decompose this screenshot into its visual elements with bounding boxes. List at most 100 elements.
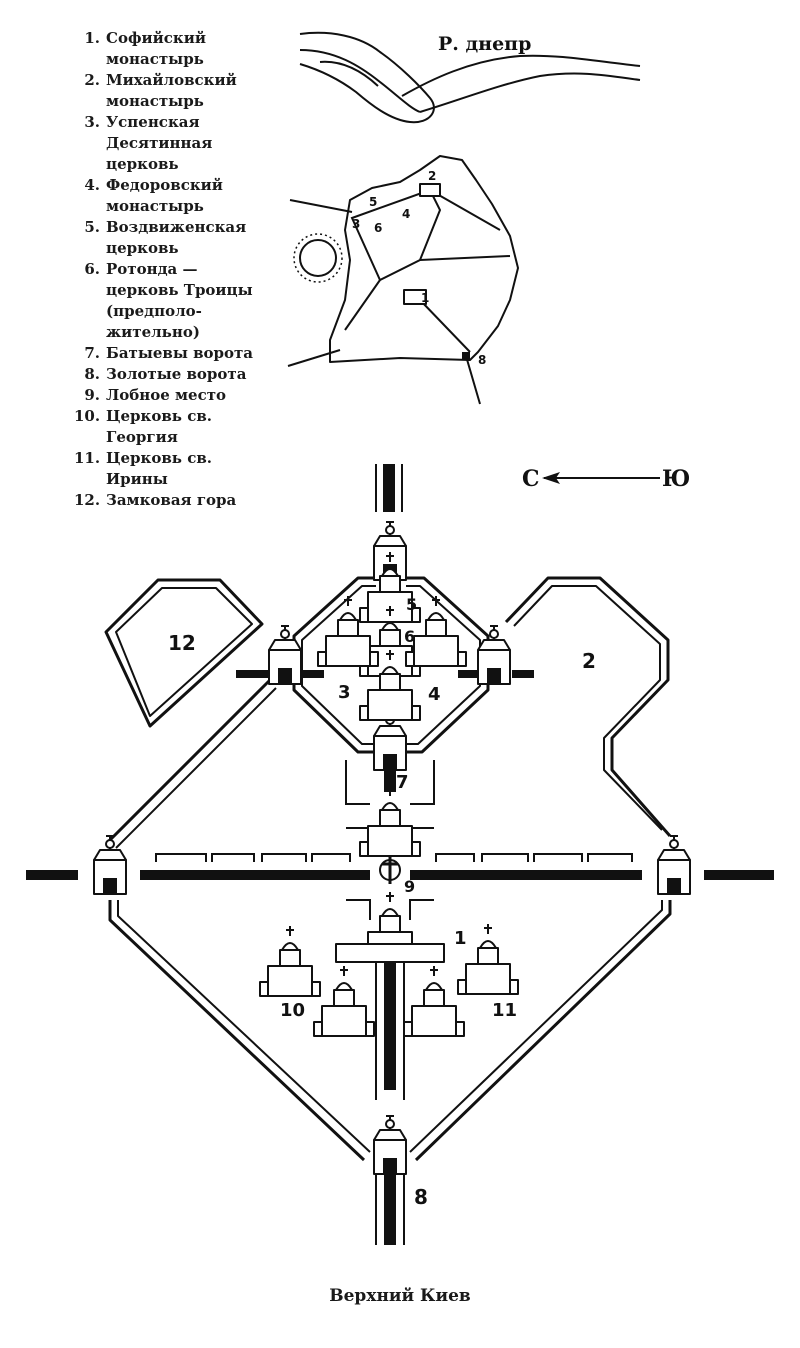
legend-item: 2. Михайловский монастырь [74,70,274,112]
castle-hill-inner [115,587,253,717]
label-5: 5 [406,595,417,614]
label-10: 10 [280,1000,305,1021]
river-channel [299,49,421,113]
river-label: Р. днепр [438,33,531,55]
river-island [319,60,379,87]
inset-site-2 [419,183,441,197]
church-10b [313,965,375,1037]
castle-hill-outline [104,578,264,728]
inset-map: Р. днепр 1 2 3 4 5 6 8 [287,31,641,405]
legend-text: Ротонда — церковь Троицы (предполо- жите… [106,260,253,341]
church-central [359,785,421,857]
church-11 [457,923,519,995]
legend-number: 5. [84,218,100,236]
inset-label-1: 1 [421,291,429,305]
road-edges [375,464,405,1245]
road-citadel-west-outer [236,670,270,678]
outer-wall [106,576,672,1162]
road-east-inner [410,870,642,880]
street-blocks-east [435,853,633,862]
citadel-gate-east [477,625,511,685]
legend-text: Федоровский монастырь [106,176,223,215]
compass-north-label: С [522,466,540,492]
inset-label-8: 8 [478,353,486,367]
legend-number: 8. [84,365,100,383]
legend-number: 2. [84,71,100,89]
compass-south-label: Ю [662,466,690,492]
west-gate [93,835,127,895]
road-west-inner [140,870,370,880]
label-11: 11 [492,1000,517,1021]
legend-number: 10. [74,407,101,425]
legend-item: 3. Успенская Десятинная церковь [74,112,274,175]
legend-item: 6. Ротонда — церковь Троицы (предполо- жи… [74,259,274,343]
road-east-outer [704,870,774,880]
inset-label-2: 2 [428,169,436,183]
label-1: 1 [454,928,467,949]
sun-rays [293,233,343,283]
legend-item: 9.Лобное место [74,385,274,406]
legend-number: 1. [84,29,100,47]
legend-text: Церковь св. Ирины [106,449,212,488]
label-12: 12 [168,631,196,655]
legend-text: Воздвиженская церковь [106,218,247,257]
street-blocks-west [155,853,351,862]
legend-number: 12. [74,491,101,509]
river-bank-south [419,72,641,113]
golden-gate [373,1115,407,1175]
label-6: 6 [404,627,415,646]
legend-item: 5. Воздвиженская церковь [74,217,274,259]
label-4: 4 [428,684,441,705]
sofia-cathedral-base [335,943,445,963]
main-plan: 12 2 5 6 3 4 7 9 1 10 11 8 [26,464,774,1245]
legend-text: Михайловский монастырь [106,71,237,110]
road-citadel-west [302,670,324,678]
label-3: 3 [338,682,351,703]
sun-symbol [299,239,337,277]
legend-text: Замковая гора [106,491,237,509]
east-gate [657,835,691,895]
inset-label-3: 3 [352,217,360,231]
label-8: 8 [414,1185,428,1209]
legend-number: 4. [84,176,100,194]
inset-label-4: 4 [402,207,410,221]
church-11b [403,965,465,1037]
legend-item: 4. Федоровский монастырь [74,175,274,217]
legend-text: Церковь св. Георгия [106,407,212,446]
road-citadel-east [458,670,480,678]
legend-item: 8. Золотые ворота [74,364,274,385]
church-10 [259,925,321,997]
legend-text: Золотые ворота [106,365,247,383]
legend-text: Успенская Десятинная церковь [106,113,213,173]
inset-inner-wall [350,188,442,282]
legend-text: Батыевы ворота [106,344,254,362]
inset-site-1 [403,289,427,305]
legend-item: 12. Замковая гора [74,490,274,511]
map-caption: Верхний Киев [329,1286,471,1306]
inset-label-5: 5 [369,195,377,209]
compass: С Ю [522,466,690,492]
label-9: 9 [404,877,415,896]
label-7: 7 [396,772,409,793]
legend-text: Лобное место [106,386,227,404]
legend-item: 7. Батыевы ворота [74,343,274,364]
label-2: 2 [582,649,596,673]
legend-item: 11. Церковь св. Ирины [74,448,274,490]
river-bank-upper [299,31,435,124]
legend-number: 11. [74,449,101,467]
legend-text: Софийский монастырь [106,29,206,68]
legend-list: 1. Софийский монастырь 2. Михайловский мон… [74,28,274,511]
arrow-left-icon [542,472,560,484]
road-north [383,464,395,512]
legend-number: 6. [84,260,100,278]
legend-number: 7. [84,344,100,362]
road-center-south [384,960,396,1090]
road-west-outer [26,870,78,880]
outer-wall-inner [115,585,663,1153]
inset-site-8 [462,352,470,360]
inset-roads [287,189,511,405]
legend-number: 3. [84,113,100,131]
river-bank-lower [401,54,641,97]
inset-city-outline [329,155,519,363]
